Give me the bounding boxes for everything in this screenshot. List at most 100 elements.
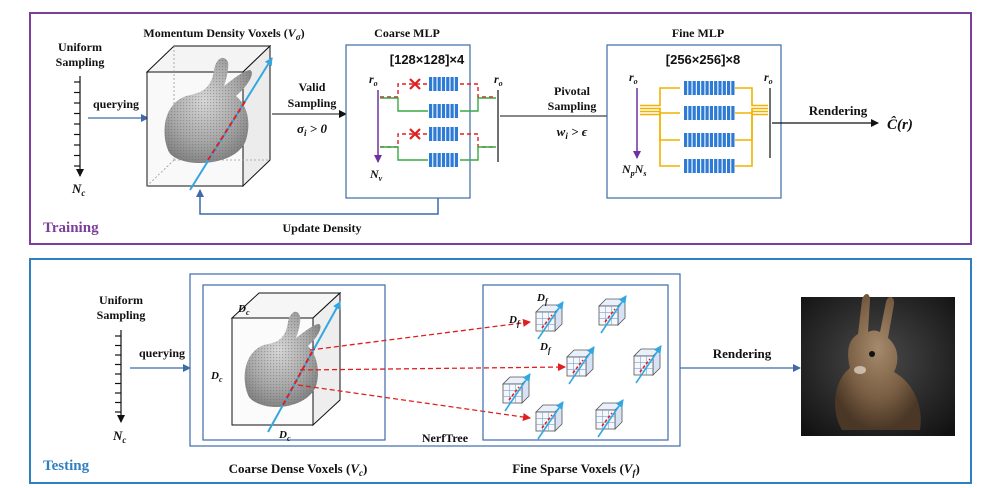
fine-mlp-layer bbox=[696, 106, 701, 120]
coarse-mlp-layer bbox=[450, 77, 454, 91]
link-arrow-1 bbox=[309, 318, 531, 351]
rendered-rabbit-photo bbox=[801, 294, 955, 436]
cross-icon bbox=[409, 78, 421, 90]
testing-nc-label: Nc bbox=[112, 428, 126, 445]
coarse-mlp-path bbox=[380, 83, 496, 98]
coarse-mlp-layer bbox=[437, 153, 441, 167]
voxel-ray bbox=[537, 301, 564, 340]
coarse-mlp-layer bbox=[433, 77, 437, 91]
training-label: Training bbox=[43, 220, 99, 236]
voxel-ray bbox=[635, 345, 662, 384]
fine-mlp-layer bbox=[718, 133, 722, 147]
df-left: Df bbox=[508, 314, 521, 328]
coarse-mlp-layer bbox=[437, 104, 441, 118]
fine-mlp-layer bbox=[701, 106, 705, 120]
voxel-ray bbox=[504, 373, 531, 412]
voxel-ray-inside bbox=[541, 314, 553, 329]
fine-sparse-cubes bbox=[502, 295, 662, 440]
training-uniform-sampling-line1: Uniform bbox=[58, 40, 102, 54]
coarse-dense-caption: Coarse Dense Voxels (Vc) bbox=[229, 461, 368, 478]
fine-ro-right: ro bbox=[764, 70, 773, 86]
training-panel: Training Uniform Sampling Nc querying Mo… bbox=[29, 12, 972, 245]
fine-np-ns-label: NpNs bbox=[621, 162, 646, 178]
update-density-label: Update Density bbox=[282, 221, 361, 235]
fine-mlp-layer bbox=[688, 81, 692, 95]
fine-voxel-cube bbox=[595, 399, 624, 438]
coarse-ro-left: ro bbox=[369, 72, 378, 88]
coarse-nv-label: Nv bbox=[369, 167, 383, 183]
coarse-mlp-dims: [128×128]×4 bbox=[390, 52, 465, 67]
fine-mlp-layer bbox=[722, 133, 726, 147]
coarse-mlp-layer bbox=[429, 104, 433, 118]
fine-mlp-layer bbox=[705, 133, 709, 147]
coarse-mlp-layer bbox=[433, 127, 437, 141]
valid-sampling-line2: Sampling bbox=[288, 96, 337, 110]
coarse-mlp-layer bbox=[454, 153, 458, 167]
fine-mlp-layer bbox=[714, 159, 718, 173]
pivotal-sampling-line2: Sampling bbox=[548, 99, 597, 113]
training-sample-axis bbox=[74, 76, 84, 177]
dc-bottom: Dc bbox=[278, 429, 291, 443]
fine-mlp-layer bbox=[718, 81, 722, 95]
dc-side: Dc bbox=[210, 370, 223, 384]
fine-mlp-layer bbox=[701, 81, 705, 95]
pivotal-sampling-line1: Pivotal bbox=[554, 84, 591, 98]
testing-panel-border bbox=[29, 258, 972, 484]
fine-mlp-layer bbox=[727, 81, 731, 95]
coarse-mlp-layer bbox=[454, 77, 458, 91]
fine-mlp-layer bbox=[714, 106, 718, 120]
fine-ro-left: ro bbox=[629, 70, 638, 86]
coarse-mlp-title: Coarse MLP bbox=[374, 26, 440, 40]
voxel-ray bbox=[597, 399, 624, 438]
fine-mlp-layer bbox=[722, 159, 726, 173]
coarse-mlp-layer bbox=[437, 77, 441, 91]
update-density-arrow bbox=[196, 189, 439, 215]
momentum-density-title: Momentum Density Voxels (Vσ) bbox=[143, 26, 304, 42]
fine-mlp-layer bbox=[718, 159, 722, 173]
df-bottom: Df bbox=[539, 341, 552, 355]
testing-uniform-sampling-line2: Sampling bbox=[97, 308, 146, 322]
testing-panel: Testing Uniform Sampling Nc querying Ner… bbox=[29, 258, 972, 484]
fine-mlp-layer bbox=[709, 81, 713, 95]
coarse-mlp-path bbox=[380, 146, 496, 161]
voxel-bunny bbox=[164, 57, 252, 164]
fine-mlp-layer bbox=[714, 133, 718, 147]
coarse-dense-cube bbox=[230, 291, 342, 433]
training-ray-inside bbox=[207, 99, 247, 161]
fine-voxel-cube bbox=[598, 295, 627, 334]
sigma-condition: σi > 0 bbox=[297, 121, 327, 138]
voxel-ray-inside bbox=[604, 308, 616, 323]
coarse-mlp-layer bbox=[454, 104, 458, 118]
fine-mlp-layer bbox=[696, 81, 701, 95]
df-top: Df bbox=[536, 292, 549, 306]
coarse-mlp-box bbox=[345, 44, 471, 199]
voxel-ray-inside bbox=[639, 358, 651, 373]
fine-mlp-layer bbox=[709, 106, 713, 120]
nerftree-label: NerfTree bbox=[422, 431, 469, 445]
coarse-mlp-path bbox=[380, 97, 496, 112]
fine-mlp-layer bbox=[709, 159, 713, 173]
fine-voxel-cube bbox=[535, 301, 564, 340]
coarse-mlp-layer bbox=[433, 104, 437, 118]
fine-mlp-layer bbox=[688, 159, 692, 173]
fine-mlp-layer bbox=[701, 133, 705, 147]
fine-mlp-rows bbox=[640, 81, 768, 173]
fine-mlp-layer bbox=[714, 81, 718, 95]
fine-mlp-layer bbox=[727, 159, 731, 173]
voxel-ray-inside bbox=[601, 412, 613, 427]
fine-mlp-dims: [256×256]×8 bbox=[666, 52, 740, 67]
cross-icon bbox=[409, 128, 421, 140]
fine-voxel-cube bbox=[502, 373, 531, 412]
fine-mlp-layer bbox=[684, 106, 688, 120]
voxel-ray bbox=[600, 295, 627, 334]
fine-mlp-layer bbox=[731, 133, 735, 147]
c-hat-output: Ĉ(r) bbox=[887, 116, 913, 133]
fine-mlp-path bbox=[640, 87, 768, 107]
coarse-mlp-layer bbox=[441, 104, 446, 118]
coarse-mlp-layer bbox=[437, 127, 441, 141]
testing-ray-inside bbox=[282, 351, 313, 406]
fine-mlp-path bbox=[640, 113, 768, 167]
coarse-dense-box bbox=[202, 284, 386, 441]
voxel-ray-inside bbox=[572, 359, 584, 374]
